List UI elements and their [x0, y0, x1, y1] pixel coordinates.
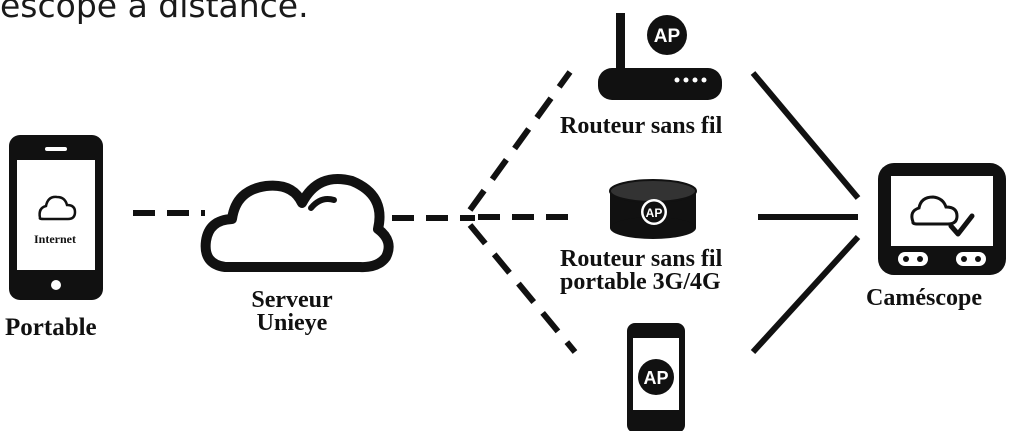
svg-text:AP: AP — [646, 206, 663, 220]
camera-device-icon — [878, 163, 1006, 275]
server-cloud-icon — [200, 173, 394, 273]
ap-badge-router: AP — [647, 15, 687, 55]
portable-label: Portable — [5, 314, 97, 341]
server-label-line1: Serveur — [251, 287, 333, 313]
svg-text:AP: AP — [643, 368, 668, 388]
router1-label: Routeur sans fil — [560, 113, 723, 139]
cloud-icon — [910, 195, 959, 226]
server-label-line2: Unieye — [256, 310, 328, 336]
camera-label: Caméscope — [866, 285, 982, 311]
router2-label: Routeur sans fil portable 3G/4G — [560, 246, 723, 295]
link-phone-camera — [750, 234, 861, 355]
portable-router-icon: AP — [609, 179, 697, 239]
check-icon — [948, 213, 975, 237]
connection-lines — [133, 70, 861, 355]
server-label: Serveur Unieye — [222, 287, 362, 336]
wireless-router-icon — [598, 13, 722, 100]
cloud-inner-arc — [308, 196, 337, 211]
phone-hotspot-icon: AP — [627, 323, 685, 431]
svg-text:AP: AP — [654, 26, 681, 47]
router2-label-line2: portable 3G/4G — [560, 269, 721, 295]
link-hub-router1 — [467, 70, 573, 212]
cloud-icon — [38, 195, 77, 221]
router2-label-line1: Routeur sans fil — [560, 246, 723, 272]
page-heading: escope à distance. — [0, 0, 309, 25]
link-hub-phone — [467, 223, 578, 354]
internet-label: Internet — [34, 232, 76, 246]
portable-device-icon — [9, 135, 103, 300]
link-router1-camera — [750, 71, 861, 200]
